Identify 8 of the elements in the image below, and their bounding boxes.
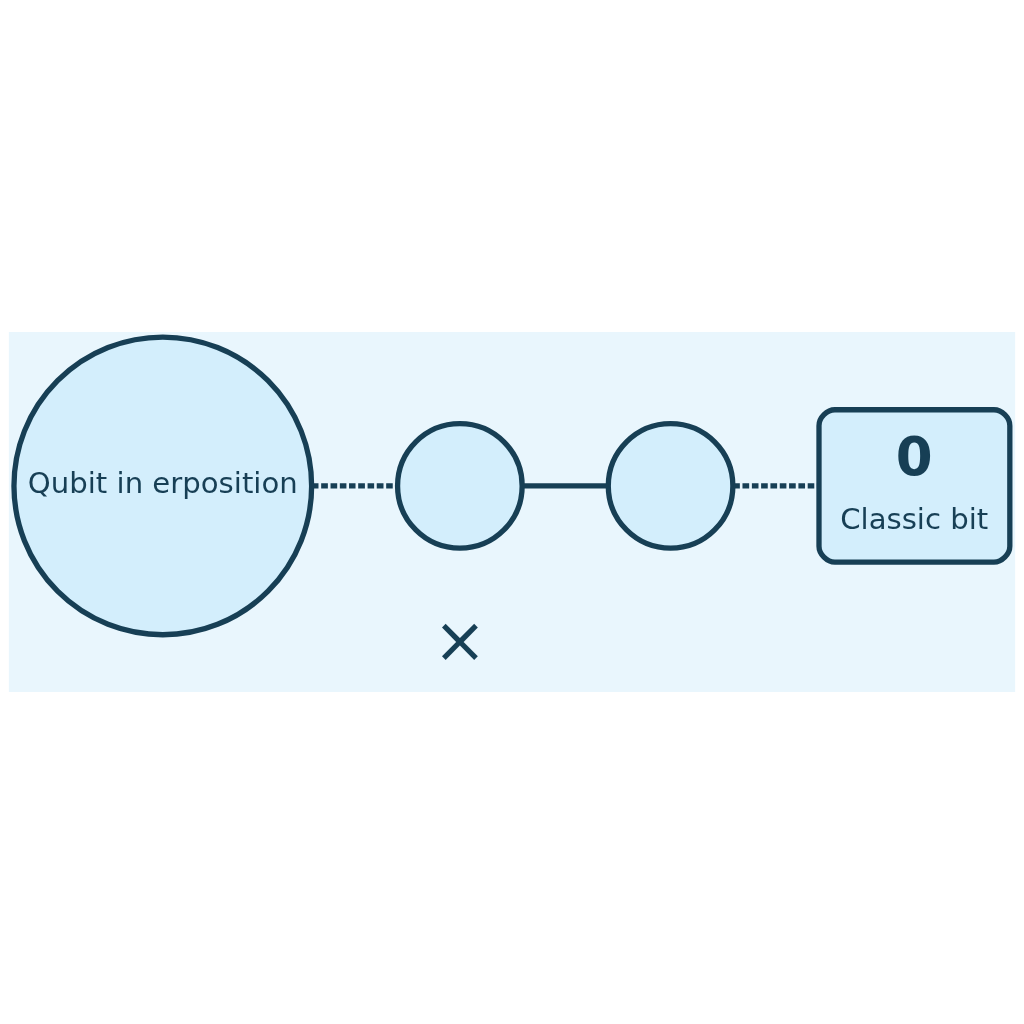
node-box: 0 Classic bit	[816, 407, 1013, 565]
label: ×	[433, 603, 487, 678]
node-circle	[605, 421, 736, 551]
connector	[311, 483, 398, 489]
node-circle: Qubit in erposition	[11, 334, 315, 638]
connector	[733, 483, 819, 489]
node-circle	[394, 421, 525, 551]
connector	[522, 483, 608, 489]
